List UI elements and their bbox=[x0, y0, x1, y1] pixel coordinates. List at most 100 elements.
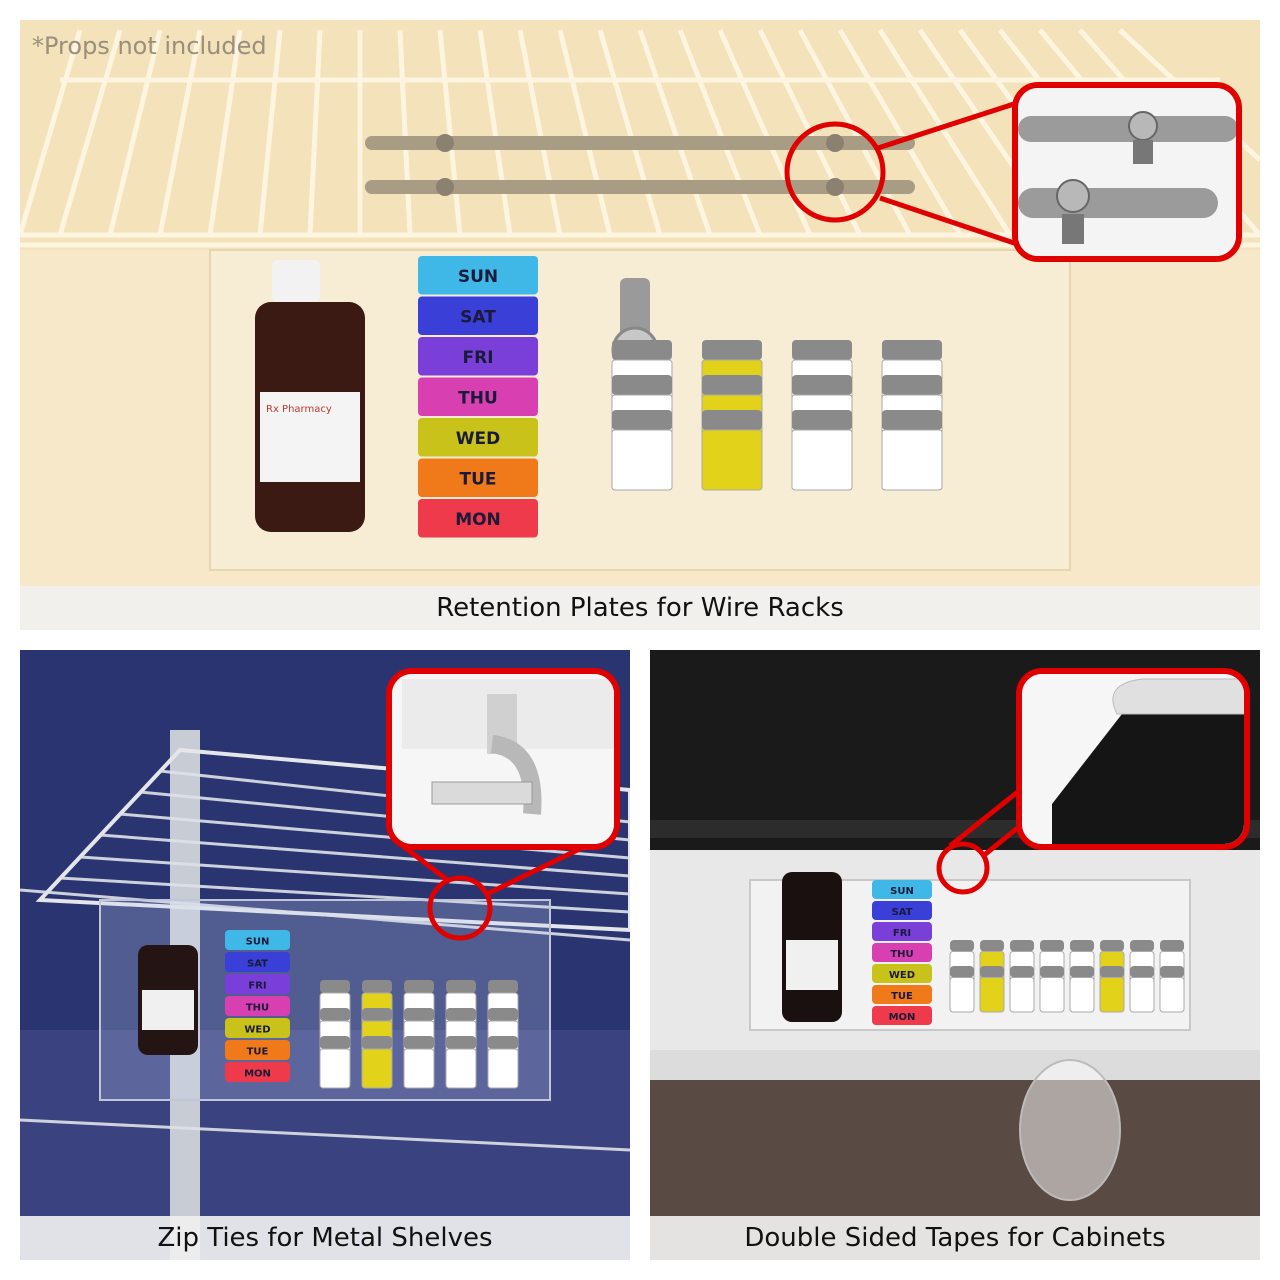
vial-cap bbox=[792, 410, 852, 430]
day-compartment-sun bbox=[418, 256, 538, 295]
inset-zip-tie bbox=[386, 668, 620, 850]
vial bbox=[403, 1048, 435, 1089]
day-label-fri: FRI bbox=[462, 348, 493, 368]
vial-cap bbox=[792, 375, 852, 395]
pill-organizer: SUN SAT FRI THU WED TUE MON bbox=[418, 256, 538, 538]
day-compartment-mon bbox=[872, 1006, 932, 1025]
day-label-wed: WED bbox=[244, 1025, 270, 1036]
day-label-sat: SAT bbox=[892, 907, 913, 918]
zip-tie-detail bbox=[392, 674, 614, 844]
day-label-wed: WED bbox=[456, 429, 500, 449]
vial-cap bbox=[980, 940, 1004, 952]
day-compartment-sun bbox=[872, 880, 932, 899]
panel-metal-shelves: SUN SAT FRI THU WED TUE MON Zip Ties for Metal… bbox=[20, 650, 630, 1260]
vial-rows bbox=[611, 340, 943, 491]
day-label-thu: THU bbox=[458, 389, 498, 409]
medicine-bottle: Rx Pharmacy bbox=[255, 260, 365, 532]
day-compartment-sun bbox=[225, 930, 290, 950]
vial bbox=[1069, 977, 1095, 1013]
vial-cap bbox=[1130, 940, 1154, 952]
vial-cap bbox=[1070, 966, 1094, 978]
wire-shelf bbox=[20, 28, 1260, 248]
day-label-thu: THU bbox=[890, 949, 913, 960]
caption-wire-racks: Retention Plates for Wire Racks bbox=[20, 586, 1260, 630]
day-label-sat: SAT bbox=[247, 959, 268, 970]
vial-cap bbox=[320, 980, 350, 993]
vial-cap bbox=[446, 1036, 476, 1049]
vial-cap bbox=[612, 410, 672, 430]
vial-cap bbox=[882, 340, 942, 360]
vial bbox=[611, 429, 673, 491]
day-label-sun: SUN bbox=[458, 267, 498, 287]
caption-metal-shelves: Zip Ties for Metal Shelves bbox=[20, 1216, 630, 1260]
day-label-sun: SUN bbox=[890, 886, 914, 897]
bottle-label: Rx Pharmacy bbox=[266, 404, 332, 415]
day-compartment-mon bbox=[418, 499, 538, 538]
vial-cap bbox=[980, 966, 1004, 978]
day-compartment-wed bbox=[225, 1018, 290, 1038]
vial bbox=[1009, 977, 1035, 1013]
vial-cap bbox=[488, 1008, 518, 1021]
vial-cap bbox=[950, 966, 974, 978]
day-compartment-thu bbox=[225, 996, 290, 1016]
day-compartment-fri bbox=[418, 337, 538, 376]
inset-retention-plate bbox=[1012, 82, 1242, 262]
vial bbox=[791, 429, 853, 491]
day-label-fri: FRI bbox=[248, 981, 266, 992]
zoom-circle bbox=[936, 841, 990, 895]
day-compartment-sat bbox=[418, 296, 538, 335]
day-compartment-fri bbox=[872, 922, 932, 941]
day-compartment-tue bbox=[225, 1040, 290, 1060]
day-label-thu: THU bbox=[246, 1003, 269, 1014]
vial bbox=[1039, 977, 1065, 1013]
caption-cabinets: Double Sided Tapes for Cabinets bbox=[650, 1216, 1260, 1260]
day-compartment-thu bbox=[418, 377, 538, 416]
vial-cap bbox=[320, 1036, 350, 1049]
vial-cap bbox=[362, 980, 392, 993]
day-label-tue: TUE bbox=[459, 470, 496, 490]
retention-plate bbox=[365, 180, 915, 194]
vial-cap bbox=[1160, 940, 1184, 952]
day-label-sun: SUN bbox=[246, 937, 270, 948]
vial bbox=[487, 1048, 519, 1089]
vial bbox=[881, 429, 943, 491]
vial bbox=[319, 1048, 351, 1089]
vial-cap bbox=[702, 340, 762, 360]
vial-cap bbox=[612, 340, 672, 360]
day-compartment-tue bbox=[872, 985, 932, 1004]
vial-cap bbox=[1010, 966, 1034, 978]
vial-cap bbox=[362, 1036, 392, 1049]
retention-plate-detail bbox=[1018, 88, 1236, 256]
vial-cap bbox=[1040, 940, 1064, 952]
day-compartment-tue bbox=[418, 458, 538, 497]
metal-shelf-scene: SUN SAT FRI THU WED TUE MON bbox=[20, 650, 630, 1260]
pill-organizer: SUN SAT FRI THU WED TUE MON bbox=[225, 930, 290, 1082]
day-label-mon: MON bbox=[244, 1069, 271, 1080]
vial-cap bbox=[882, 410, 942, 430]
day-compartment-sat bbox=[872, 901, 932, 920]
inset-double-sided-tape bbox=[1016, 668, 1250, 850]
day-label-mon: MON bbox=[455, 510, 501, 530]
vial-cap bbox=[488, 1036, 518, 1049]
day-compartment-sat bbox=[225, 952, 290, 972]
zoom-circle bbox=[427, 875, 493, 941]
day-label-tue: TUE bbox=[247, 1047, 269, 1058]
vial-cap bbox=[1040, 966, 1064, 978]
vial-cap bbox=[1160, 966, 1184, 978]
vial-cap bbox=[488, 980, 518, 993]
vial-cap bbox=[950, 940, 974, 952]
glass-jar bbox=[1019, 1059, 1121, 1201]
day-label-tue: TUE bbox=[891, 991, 913, 1002]
vial bbox=[1159, 977, 1185, 1013]
vial bbox=[701, 429, 763, 491]
vial bbox=[1099, 977, 1125, 1013]
zoom-circle bbox=[784, 121, 886, 223]
day-compartment-wed bbox=[872, 964, 932, 983]
day-label-sat: SAT bbox=[460, 308, 496, 328]
day-compartment-thu bbox=[872, 943, 932, 962]
vial-cap bbox=[612, 375, 672, 395]
vial bbox=[445, 1048, 477, 1089]
